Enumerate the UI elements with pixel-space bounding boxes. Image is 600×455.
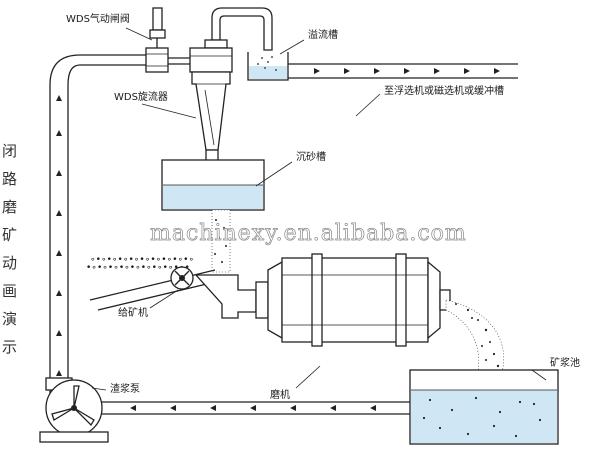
label-sand-tank: 沉砂槽 [296, 150, 326, 163]
return-pipe-up-arrows [56, 95, 62, 376]
bottom-pipe [102, 401, 410, 415]
vertical-title-char: 矿 [2, 226, 17, 244]
svg-text:•∘•∘•∘•∘•∘•∘•∘•∘•∘•: •∘•∘•∘•∘•∘•∘•∘•∘•∘• [86, 263, 190, 273]
label-slurry-pump: 渣浆泵 [110, 382, 140, 395]
label-valve: WDS气动闸阀 [66, 12, 130, 25]
label-overflow-tank: 溢流槽 [308, 28, 338, 41]
vertical-title-char: 动 [2, 254, 17, 272]
leader-lines [91, 27, 547, 391]
wds-pneumatic-valve [145, 7, 169, 73]
feed-chute [194, 274, 257, 319]
svg-text:∘•∘•∘•∘•∘•∘•∘•∘•∘•∘: ∘•∘•∘•∘•∘•∘•∘•∘•∘•∘ [90, 255, 194, 265]
discharge-particles [455, 303, 500, 368]
overflow-pipe [211, 7, 273, 51]
vertical-title-char: 示 [2, 338, 17, 356]
vertical-title-char: 闭 [2, 142, 17, 160]
vertical-title-char: 磨 [2, 198, 17, 216]
hydrocyclone [189, 39, 233, 180]
slurry-pool [409, 369, 559, 445]
label-feeder: 给矿机 [118, 306, 148, 319]
outgoing-pipe [288, 63, 518, 79]
sand-settling-tank [161, 159, 265, 211]
vertical-title-char: 演 [2, 310, 17, 328]
label-cyclone: WDS旋流器 [114, 90, 168, 103]
label-destination: 至浮选机或磁选机或缓冲槽 [384, 84, 504, 97]
slurry-pump [39, 377, 109, 443]
ball-mill [255, 253, 451, 347]
ore-stream: •∘•∘•∘•∘•∘•∘•∘•∘•∘• ∘•∘•∘•∘•∘•∘•∘•∘•∘•∘ [86, 255, 194, 273]
vertical-title-char: 路 [2, 170, 17, 188]
label-mill: 磨机 [270, 388, 290, 401]
label-slurry-pool: 矿浆池 [550, 356, 580, 369]
sand-stream [211, 209, 231, 273]
vertical-title: 闭 路 磨 矿 动 画 演 示 [2, 142, 17, 356]
ore-feeder [89, 266, 216, 311]
overflow-tank [247, 52, 289, 81]
return-pipe [49, 54, 151, 395]
mill-discharge-stream [445, 299, 504, 373]
watermark: machinexy.en.alibaba.com [150, 221, 467, 246]
vertical-title-char: 画 [2, 282, 17, 300]
